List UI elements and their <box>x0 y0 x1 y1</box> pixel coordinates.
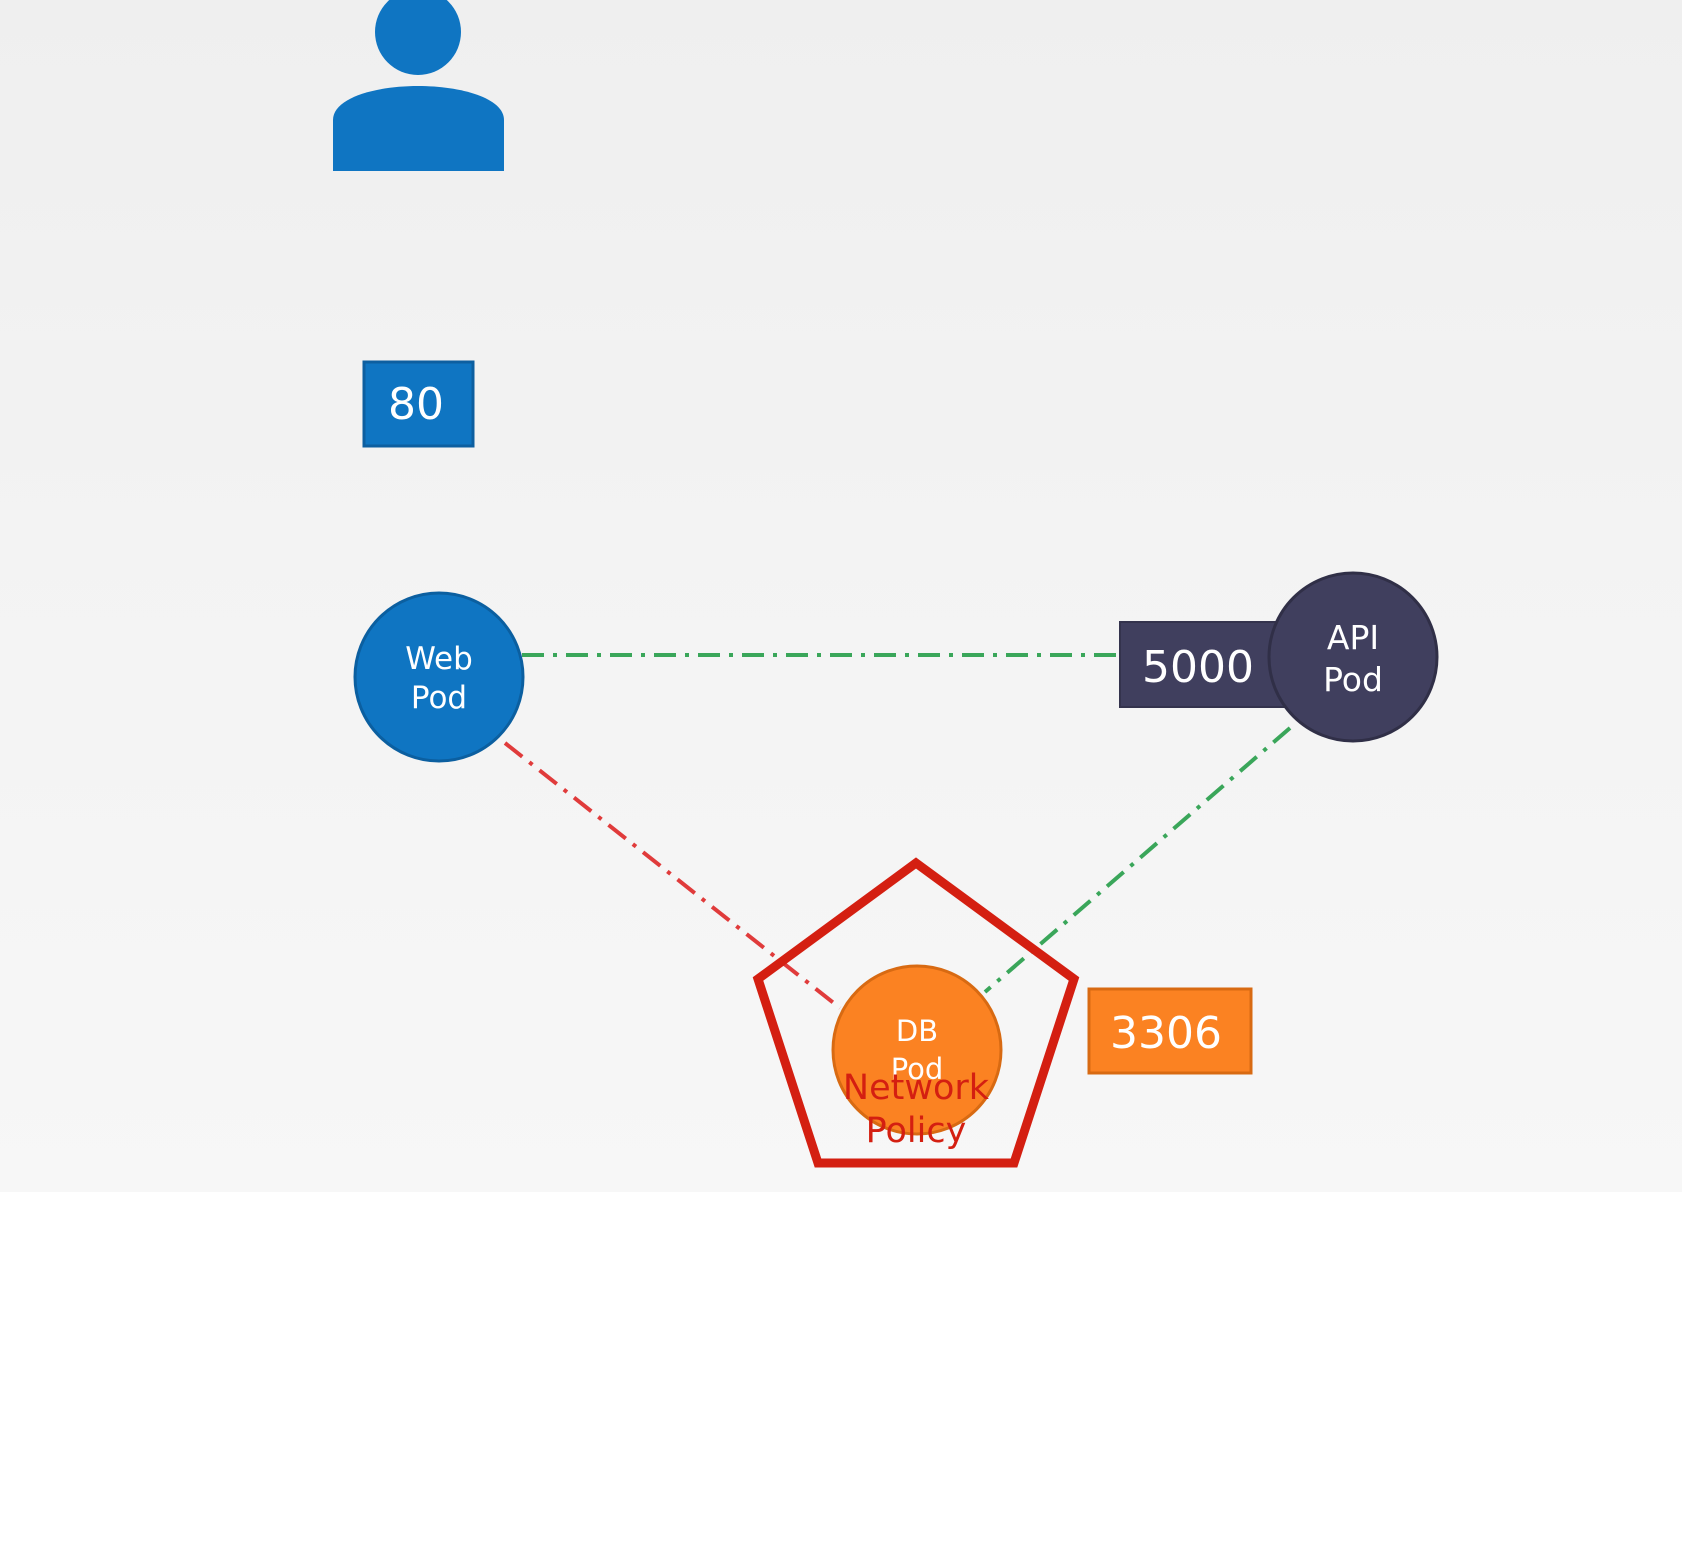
web-pod-label-line2: Pod <box>411 680 467 716</box>
network-policy-label-line1: Network <box>843 1068 990 1108</box>
connection-web-db-denied <box>503 741 842 1010</box>
network-policy-shape: Network Policy <box>752 857 1080 1168</box>
web-pod: Web Pod <box>353 591 525 763</box>
db-pod-label-line1: DB <box>896 1014 938 1048</box>
ingress-port-box: 80 <box>362 360 475 448</box>
api-pod-label-line1: API <box>1327 618 1379 657</box>
db-pod: DB Pod <box>831 964 1003 1136</box>
api-pod: API Pod <box>1267 571 1439 743</box>
api-port-label: 5000 <box>1142 642 1254 693</box>
db-pod-label-line2: Pod <box>891 1052 944 1086</box>
api-port-box: 5000 <box>1119 621 1291 708</box>
network-policy-label-line2: Policy <box>866 1111 967 1151</box>
user-icon <box>333 0 504 171</box>
api-pod-label-line2: Pod <box>1323 660 1383 699</box>
ingress-port-label: 80 <box>388 379 444 430</box>
db-port-label: 3306 <box>1110 1008 1222 1059</box>
db-port-box: 3306 <box>1087 987 1253 1075</box>
web-pod-label-line1: Web <box>405 641 473 677</box>
